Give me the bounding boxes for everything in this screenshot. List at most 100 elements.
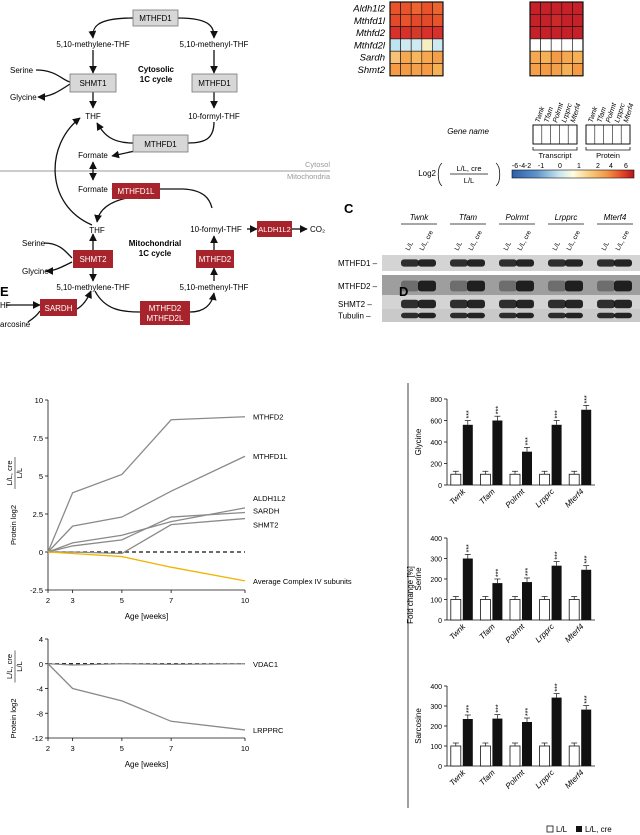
protein-cell: [540, 50, 552, 64]
transcript-cell: [432, 1, 444, 15]
category-label: Mterf4: [563, 622, 586, 645]
y-tick-label: 800: [430, 397, 442, 404]
significance-mark: ***: [555, 551, 562, 559]
blot-row-label: MTHFD1 –: [338, 259, 378, 268]
formyl-thf-cytosol: 10-formyl-THF: [188, 112, 240, 121]
mthfd1-right-box: MTHFD1: [191, 73, 238, 93]
bar-ll: [509, 599, 521, 621]
y-axis-title: Glycine: [414, 428, 423, 455]
blot-lane-label: L/L, cre: [468, 229, 485, 252]
significance-mark: ***: [525, 708, 532, 716]
blot-row-label: MTHFD2 –: [338, 282, 378, 291]
blot-band: [565, 299, 583, 309]
gene-label: Mthfd1l: [354, 16, 386, 27]
bar-cre: [581, 409, 592, 485]
formate-mito: Formate: [78, 185, 108, 194]
y-tick-label: 400: [430, 536, 442, 543]
bar-ll: [568, 473, 580, 486]
methenyl-thf-mito: 5,10-methenyl-THF: [180, 283, 249, 292]
y-tick-label: 0: [438, 483, 442, 490]
panel-label-c: C: [344, 201, 354, 216]
blot-band: [467, 312, 485, 319]
blot-lane-label: L/L, cre: [517, 229, 534, 252]
shmt1-box: SHMT1: [69, 73, 117, 93]
protein-cell: [561, 50, 573, 64]
x-axis-title: Age [weeks]: [125, 612, 169, 621]
bar-cre: [492, 420, 503, 485]
y-tick-label: 100: [430, 744, 442, 751]
blot-lane-label: L/L: [601, 240, 612, 252]
y-tick-label: 200: [430, 724, 442, 731]
protein-cell: [572, 14, 584, 27]
blot-band: [467, 299, 485, 309]
thf-cytosol: THF: [85, 112, 101, 121]
shmt2-box: SHMT2: [73, 250, 113, 268]
protein-cell: [550, 50, 563, 64]
blot-band: [401, 259, 419, 267]
blot-band: [516, 299, 534, 309]
series-line: [47, 455, 246, 553]
series-label: ALDH1L2: [253, 494, 286, 503]
blot-band: [565, 312, 583, 319]
protein-cell: [540, 26, 552, 40]
blot-band: [614, 299, 632, 309]
category-label: Lrpprc: [534, 487, 556, 509]
transcript-cell: [421, 1, 433, 15]
blot-group-label: Twnk: [410, 213, 430, 222]
protein-cell: [572, 63, 584, 77]
significance-mark: ***: [555, 410, 562, 418]
protein-cell: [529, 14, 541, 27]
gene-label: Aldh1l2: [352, 4, 385, 15]
protein-cell: [572, 50, 584, 64]
protein-cell: [550, 1, 563, 15]
significance-mark: ***: [584, 395, 591, 403]
formyl-thf-mito: 10-formyl-THF: [190, 225, 242, 234]
methylene-thf-mito: 5,10-methylene-THF: [56, 283, 129, 292]
significance-mark: ***: [555, 683, 562, 691]
protein-cell: [550, 63, 563, 77]
transcript-cell: [410, 1, 423, 15]
series-line: [47, 507, 246, 553]
bar-cre: [551, 424, 562, 485]
series-line: [47, 663, 246, 666]
blot-lane-label: L/L: [552, 240, 563, 252]
key-transcript-box: [532, 124, 578, 145]
blot-band: [499, 299, 517, 309]
blot-strip: [382, 275, 640, 297]
y-tick-label: 10: [35, 396, 43, 405]
y-tick-label: -2.5: [30, 586, 43, 595]
scale-tick-label: -1: [538, 163, 544, 170]
protein-cell: [529, 26, 541, 40]
arrow-mthfd1-to-methylene: [88, 17, 134, 39]
bar-ll: [509, 473, 521, 486]
panel-label-d: D: [399, 284, 408, 299]
formate-cytosol: Formate: [78, 151, 108, 160]
y-axis-title: Protein log2: [9, 698, 18, 738]
category-label: Mterf4: [563, 768, 586, 791]
bar-ll: [450, 599, 462, 621]
significance-mark: ***: [495, 704, 502, 712]
bar-ll: [479, 599, 491, 621]
blot-band: [467, 259, 485, 267]
category-label: Polrmt: [504, 622, 527, 645]
transcript-cell: [410, 50, 423, 64]
glycine-mito: Glycine: [22, 267, 49, 276]
category-label: Twnk: [448, 767, 468, 787]
svg-text:SARDH: SARDH: [44, 304, 72, 313]
blot-band: [499, 312, 517, 319]
mthfd2-mthfd2l-box: MTHFD2 MTHFD2L: [140, 301, 190, 325]
protein-cell: [561, 26, 573, 40]
significance-mark: ***: [584, 555, 591, 563]
transcript-cell: [410, 38, 423, 52]
transcript-cell: [400, 1, 412, 15]
svg-text:MTHFD1: MTHFD1: [144, 140, 177, 149]
blot-band: [614, 259, 632, 267]
blot-group-label: Polrmt: [505, 213, 529, 222]
y-tick-label: 0: [438, 764, 442, 771]
blot-band: [548, 312, 566, 319]
gene-label: Mthfd2: [356, 28, 386, 39]
blot-group-label: Lrpprc: [555, 213, 578, 222]
x-tick-label: 5: [120, 744, 124, 753]
